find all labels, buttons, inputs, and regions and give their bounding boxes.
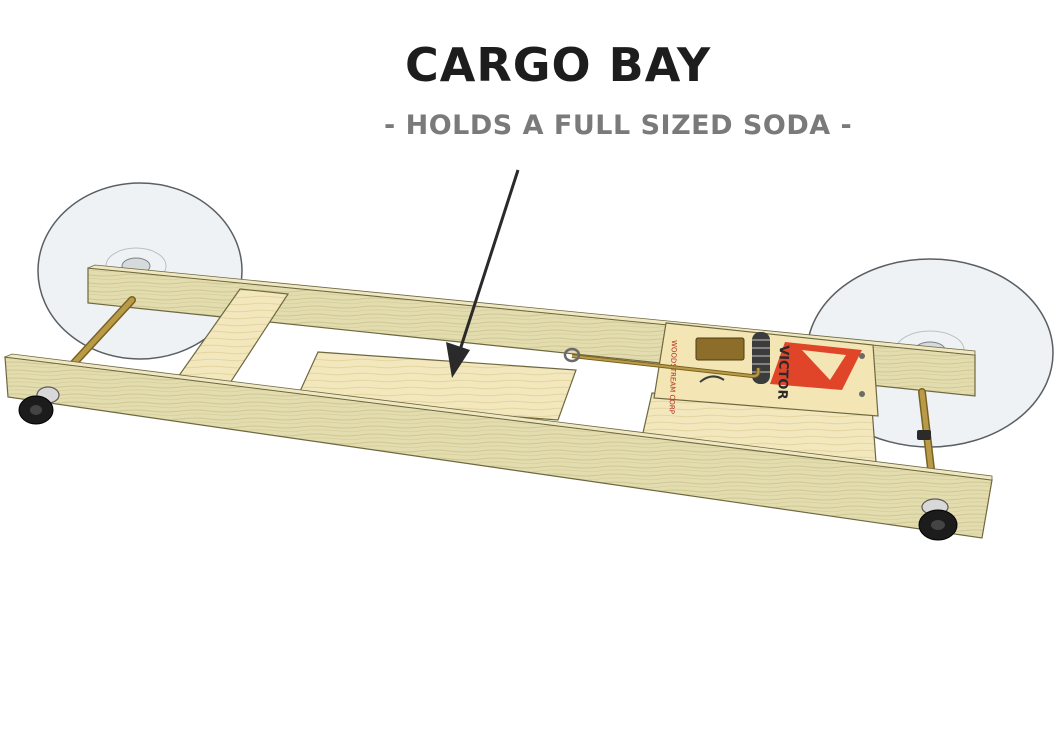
- trap-maker-text: WOODSTREAM CORP: [667, 340, 678, 414]
- trap-latch: [695, 337, 745, 361]
- callout-subtitle: - HOLDS A FULL SIZED SODA -: [384, 110, 853, 141]
- trap-red-logo: [770, 342, 862, 390]
- trap-brand-text: VICTOR: [774, 345, 791, 400]
- axle-clip: [917, 430, 931, 440]
- front-right-wheel: [918, 498, 958, 541]
- mousetrap: VICTOR WOODSTREAM CORP: [563, 322, 879, 417]
- callout-arrow: [446, 169, 520, 378]
- string-eyelet: [563, 347, 581, 363]
- callout-title: CARGO BAY: [405, 38, 712, 92]
- rear-left-wheel: [18, 386, 60, 425]
- front-side-rail: [3, 353, 993, 539]
